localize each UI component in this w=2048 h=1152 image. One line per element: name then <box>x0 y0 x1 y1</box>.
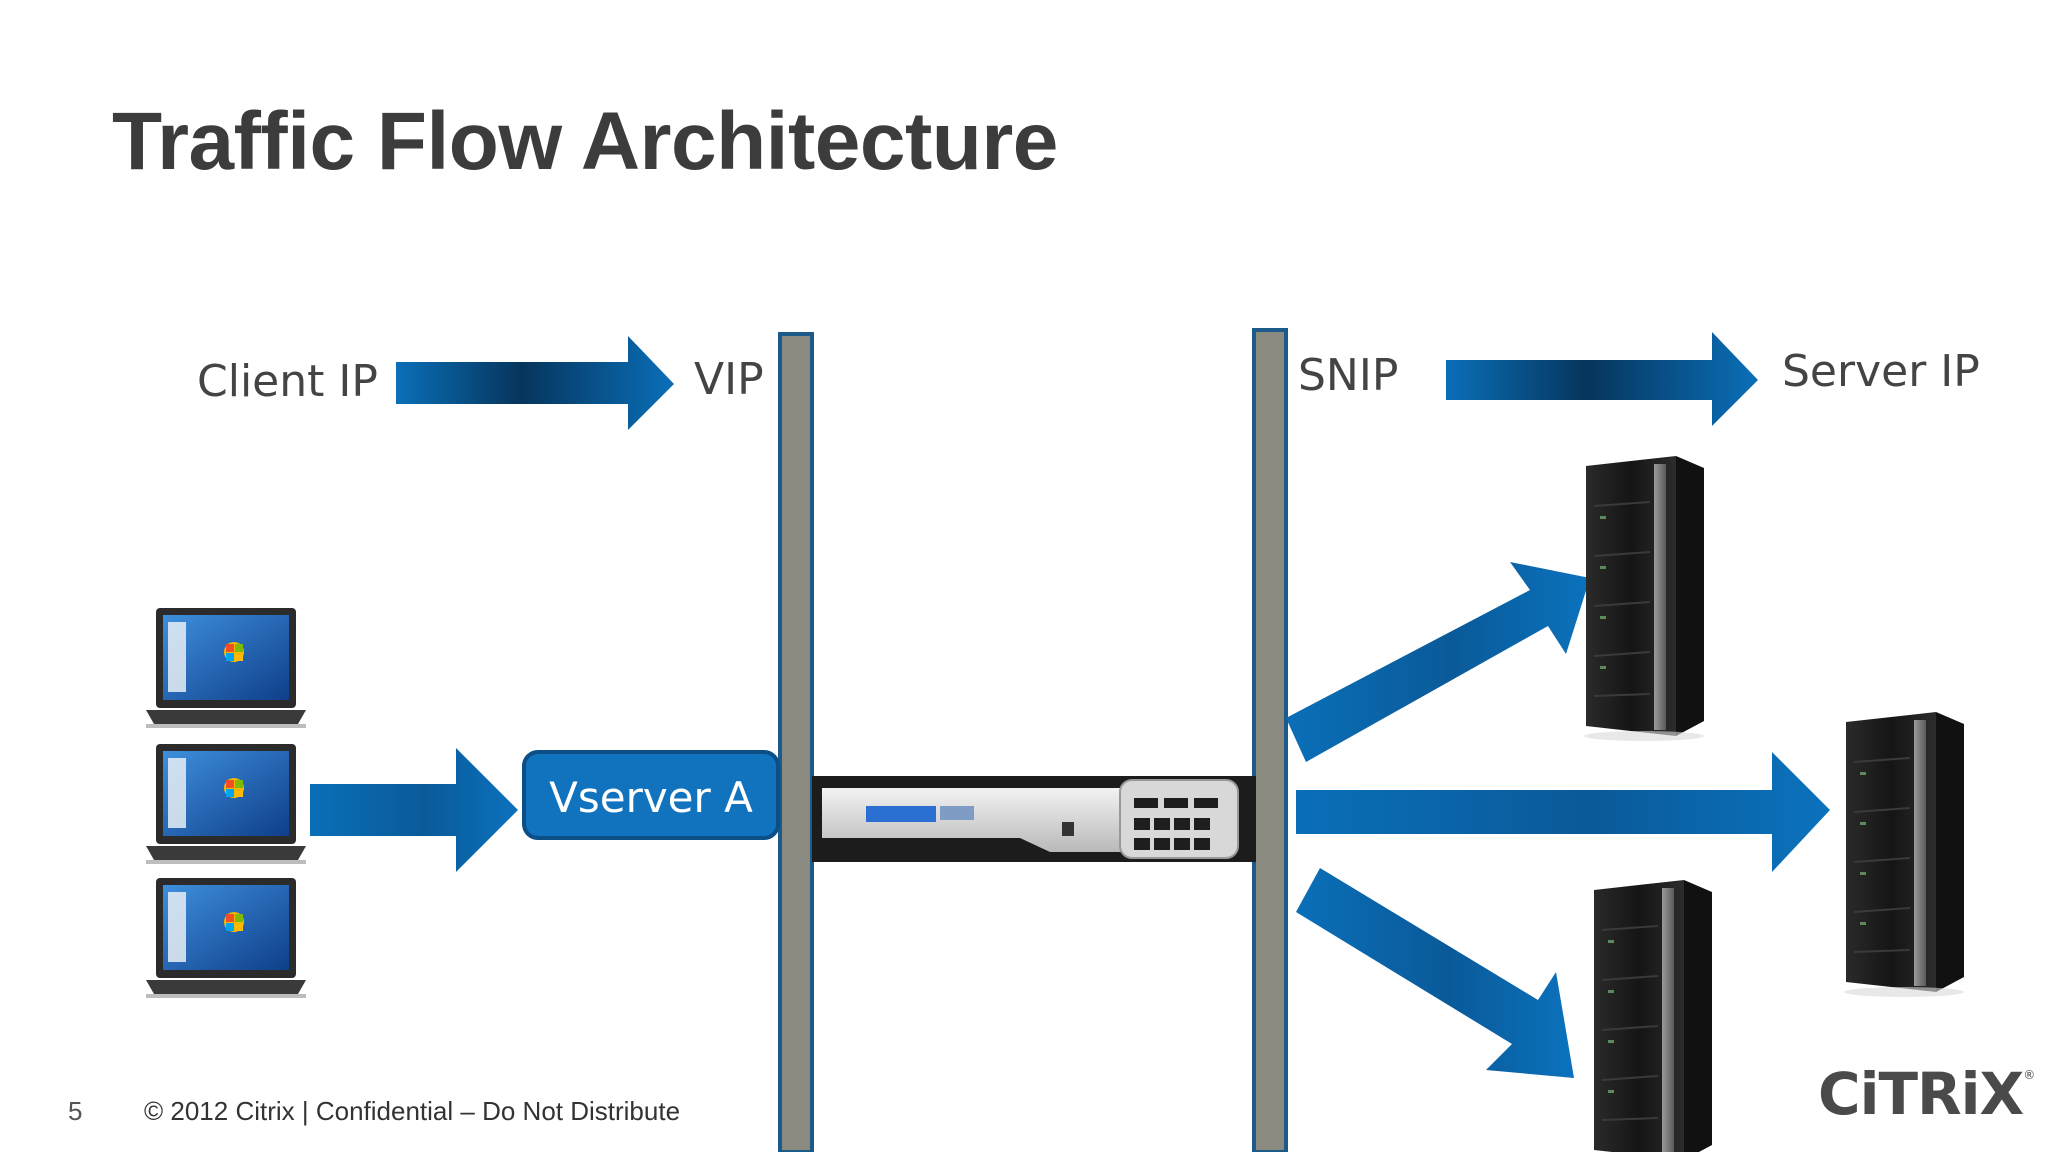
registered-mark: ® <box>2023 1068 2035 1082</box>
slide-number: 5 <box>68 1096 83 1126</box>
client-ip-label: Client IP <box>197 356 378 407</box>
vip-boundary-wall <box>778 332 814 1152</box>
vserver-label: Vserver A <box>549 773 753 822</box>
arrow-clients-to-vserver <box>310 748 518 872</box>
laptop-icon <box>146 608 306 728</box>
citrix-logo: CiTRiX® <box>1818 1060 2035 1128</box>
snip-label: SNIP <box>1298 350 1399 401</box>
arrow-to-server-bottom <box>1296 868 1574 1078</box>
laptop-icon <box>146 878 306 998</box>
copyright-notice: © 2012 Citrix | Confidential – Do Not Di… <box>144 1096 681 1126</box>
citrix-logo-text: CiTRiX <box>1818 1060 2024 1128</box>
vip-label: VIP <box>694 354 764 405</box>
top-arrow-client-to-vip <box>396 336 674 430</box>
server-rack-icon <box>1591 879 1713 1152</box>
top-arrow-snip-to-server <box>1446 332 1758 426</box>
snip-boundary-wall <box>1252 328 1288 1152</box>
laptop-icon <box>146 744 306 864</box>
arrow-to-server-middle <box>1296 752 1830 872</box>
vserver-box: Vserver A <box>522 750 780 840</box>
server-rack-icon <box>1843 711 1965 998</box>
server-rack-icon <box>1583 455 1705 742</box>
netscaler-appliance-icon <box>812 776 1256 862</box>
slide-title: Traffic Flow Architecture <box>112 96 1058 187</box>
server-ip-label: Server IP <box>1782 346 1980 397</box>
arrow-to-server-top <box>1286 562 1590 762</box>
